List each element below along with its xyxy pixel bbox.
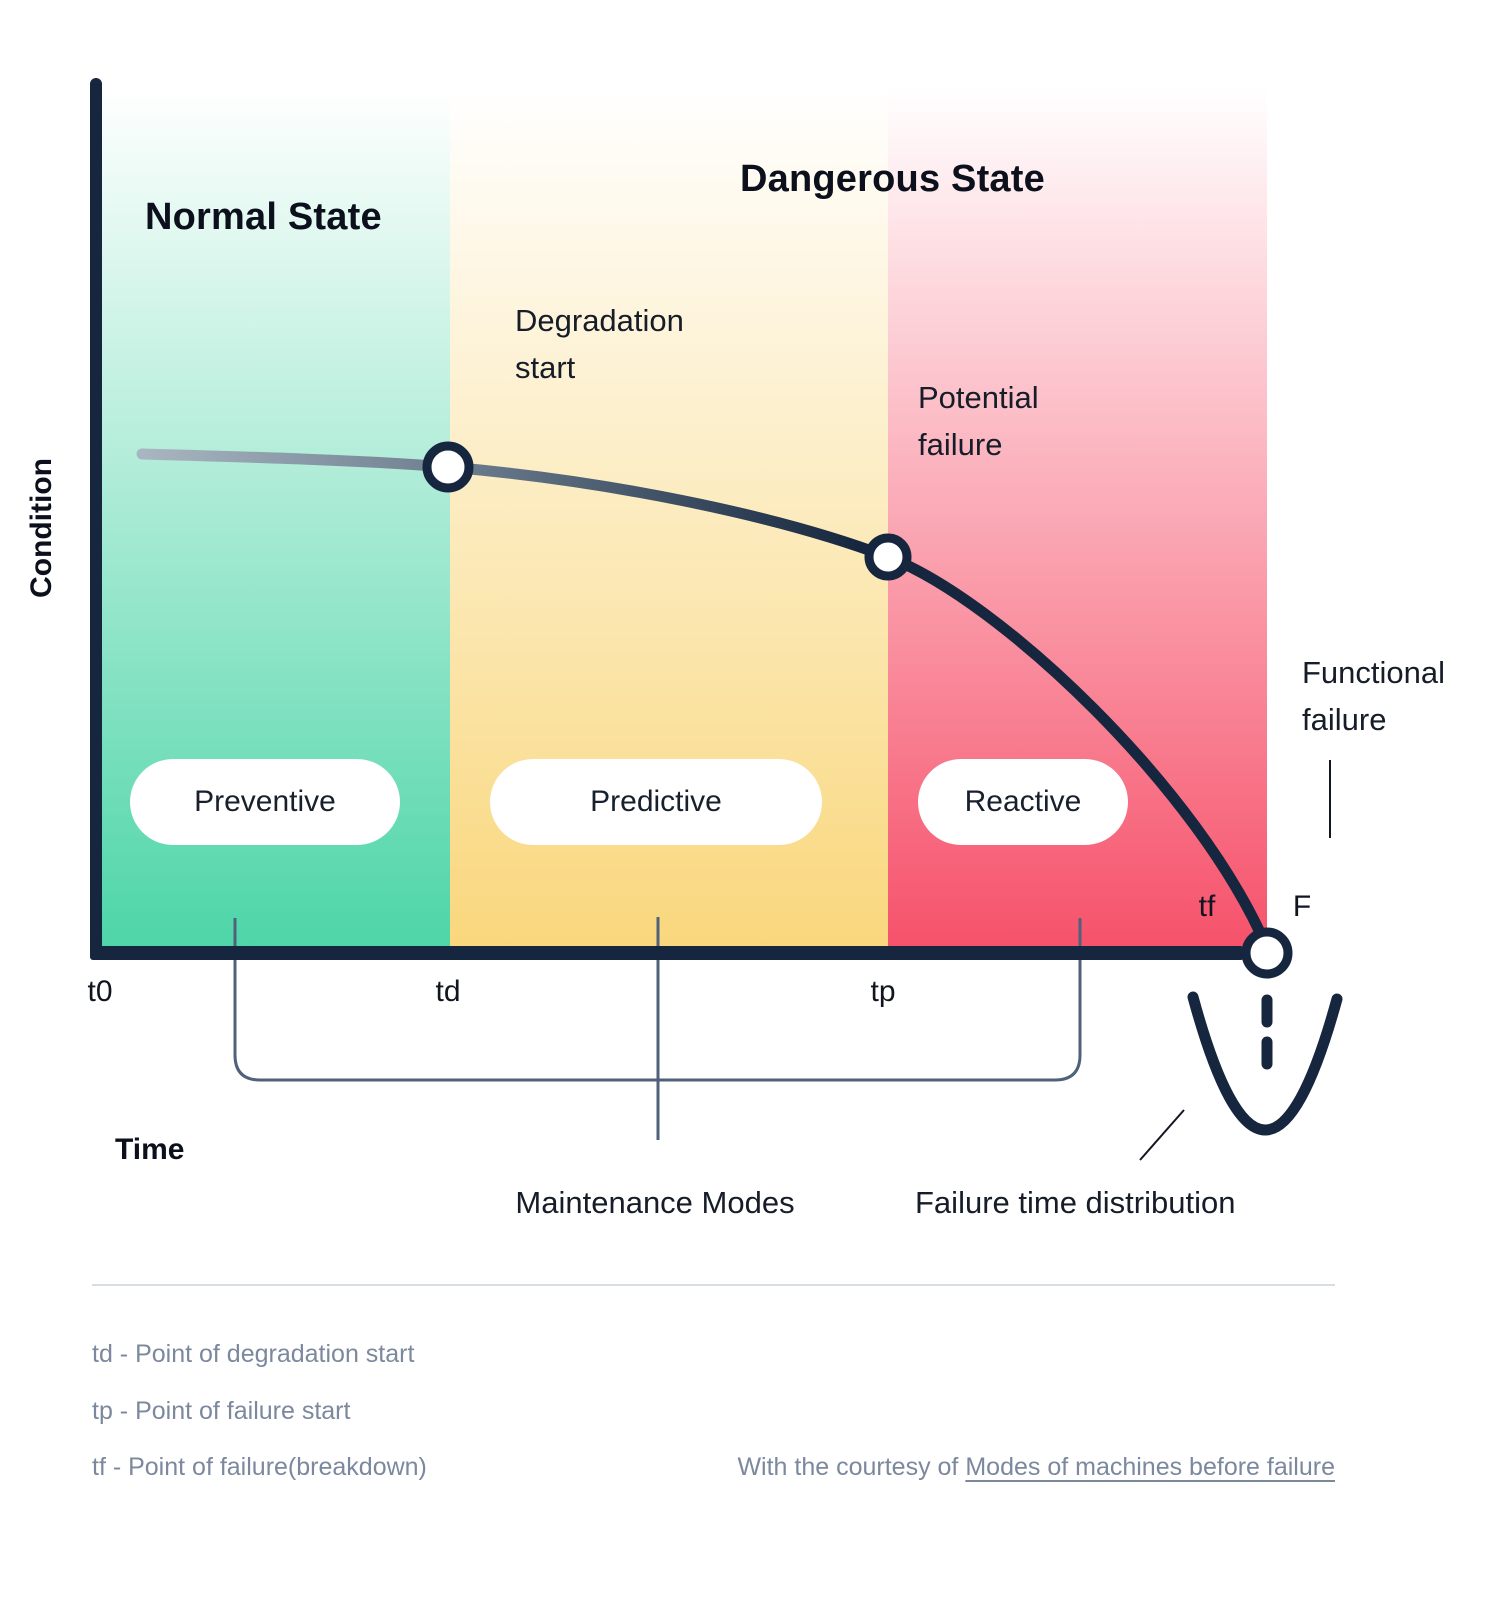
marker-potential-failure: [864, 533, 912, 581]
reactive-mode-label: Reactive: [964, 785, 1082, 818]
tick-td: td: [435, 975, 461, 1008]
condition-curve: [136, 448, 1273, 954]
preventive-mode-pill: Preventive: [130, 759, 400, 845]
x-axis-label: Time: [115, 1133, 185, 1166]
predictive-mode-pill: Predictive: [490, 759, 822, 845]
tick-tp: tp: [870, 975, 896, 1008]
marker-degradation-start: [422, 441, 474, 493]
dangerous-state-heading: Dangerous State: [740, 158, 1045, 200]
footer-divider: [92, 1284, 1335, 1286]
potential-failure-annotation: Potential failure: [918, 380, 1039, 462]
courtesy-prefix: With the courtesy of: [737, 1453, 959, 1481]
reactive-mode-pill: Reactive: [918, 759, 1128, 845]
y-axis-label: Condition: [25, 458, 58, 598]
degradation-start-annotation: Degradation start: [515, 303, 684, 385]
maintenance-modes-caption: Maintenance Modes: [515, 1185, 795, 1220]
tick-tf: tf: [1198, 890, 1216, 923]
failure-distribution-parabola-icon: [1187, 991, 1343, 1136]
legend-td: td - Point of degradation start: [92, 1340, 415, 1368]
legend-tf: tf - Point of failure(breakdown): [92, 1453, 427, 1481]
x-axis: [90, 946, 1244, 960]
normal-state-heading: Normal State: [145, 196, 382, 238]
y-axis: [90, 78, 102, 958]
functional-failure-annotation: Functional failure: [1302, 655, 1446, 737]
failure-time-distribution-caption: Failure time distribution: [915, 1185, 1236, 1220]
courtesy-source-link[interactable]: Modes of machines before failure: [965, 1453, 1335, 1481]
tick-t0: t0: [87, 975, 113, 1008]
failure-distribution-pointer-line: [1139, 1109, 1185, 1161]
predictive-mode-label: Predictive: [590, 785, 722, 818]
tick-f: F: [1292, 890, 1312, 923]
marker-functional-failure: [1241, 927, 1293, 979]
preventive-mode-label: Preventive: [194, 785, 336, 818]
legend-tp: tp - Point of failure start: [92, 1397, 351, 1425]
courtesy-note: With the courtesy of Modes of machines b…: [737, 1453, 1335, 1482]
